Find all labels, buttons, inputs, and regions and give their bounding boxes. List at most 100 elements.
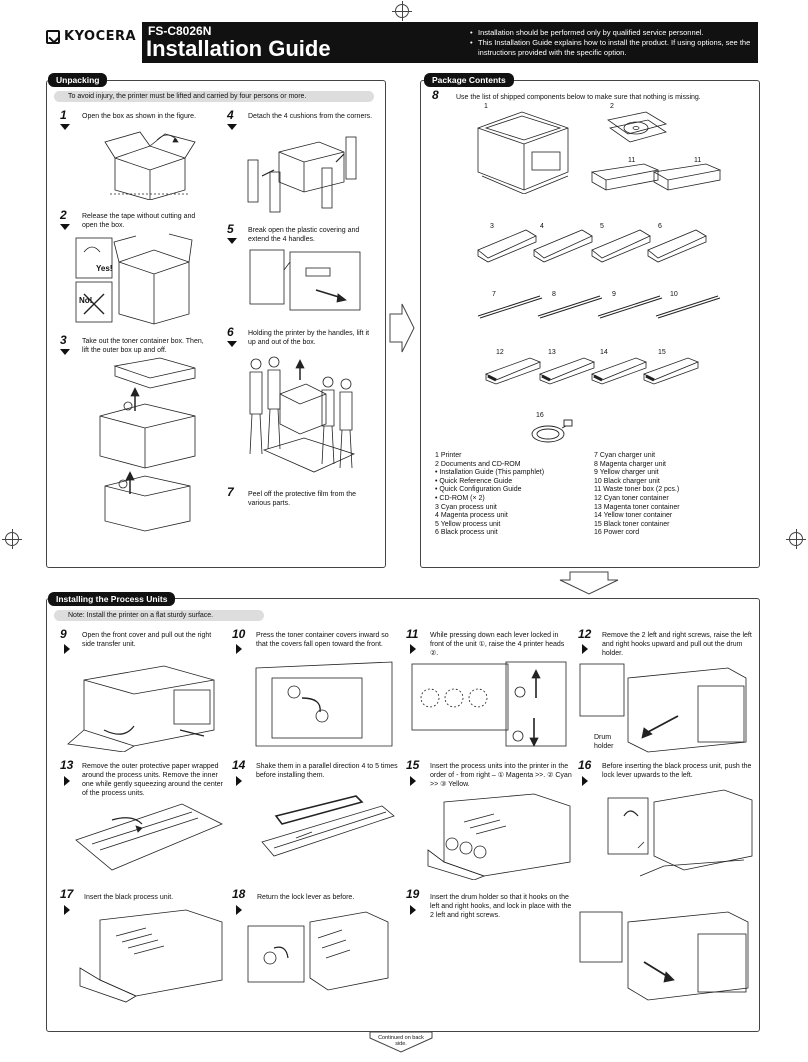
item-label: 10 [670,291,678,298]
item-label: 11 [628,157,636,164]
magenta-charger-unit-illustration [536,294,604,320]
package-tag: Package Contents [424,73,514,87]
step-text: Before inserting the black process unit,… [602,763,752,779]
chevron-down-arrow-icon [558,570,620,596]
next-step-icon [410,776,416,786]
yellow-toner-illustration [590,356,648,386]
return-lock-lever-illustration [246,908,390,994]
step-text: While pressing down each lever locked in… [430,632,565,657]
step-number: 13 [60,758,74,772]
step-number: 17 [60,887,74,901]
step-text: Press the toner container covers inward … [256,632,389,648]
header-note: This Installation Guide explains how to … [470,38,760,58]
lift-printer-illustration [244,354,362,478]
waste-toner-box-illustration [590,162,660,194]
box-open-illustration [95,128,205,201]
step-number: 11 [406,627,419,641]
step-text: Return the lock lever as before. [257,894,355,901]
kyocera-logo-icon [46,29,60,44]
chevron-right-arrow-icon [388,302,416,354]
item-label: 4 [540,223,544,230]
next-step-icon [64,644,70,654]
continued-note: Continued on back side. [378,1035,424,1047]
item-label: 2 [610,103,614,110]
box-icon [104,131,196,201]
item-label: 12 [496,349,504,356]
next-step-icon [582,644,588,654]
list-item: 11 Waste toner box (2 pcs.) [594,486,680,494]
item-label: 5 [600,223,604,230]
push-lock-lever-illustration [604,786,754,880]
next-step-icon [236,776,242,786]
power-cord-illustration [526,416,576,446]
step-text: Open the front cover and pull out the ri… [82,632,212,648]
package-panel [420,80,760,568]
shake-unit-illustration [256,786,400,872]
step-number: 18 [232,887,246,901]
cushions-illustration [244,132,364,214]
list-item: 3 Cyan process unit [435,503,497,511]
insert-drum-holder-illustration [578,908,752,1006]
step-number: 12 [578,627,592,641]
list-item: 5 Yellow process unit [435,520,501,528]
list-item: • Installation Guide (This pamphlet) [435,469,545,477]
yellow-process-unit-illustration [590,228,652,264]
item-label: 16 [536,412,544,419]
next-step-icon [227,124,237,130]
process-tag: Installing the Process Units [48,592,176,606]
package-intro: Use the list of shipped components below… [456,94,701,101]
raise-printer-heads-illustration [410,658,572,750]
step-text: Take out the toner container box. Then, … [82,338,204,354]
step-text: Remove the 2 left and right screws, rais… [602,632,752,657]
next-step-icon [60,349,70,355]
step-number: 15 [406,758,420,772]
yes-label: Yes! [96,264,113,273]
next-step-icon [582,776,588,786]
registration-mark [786,529,806,549]
item-label: 6 [658,223,662,230]
list-item: 15 Black toner container [594,520,670,528]
list-item: 10 Black charger unit [594,477,660,485]
black-process-unit-illustration [646,228,708,264]
remove-paper-illustration [72,800,224,878]
item-label: 9 [612,291,616,298]
continued-arrow-icon [366,1030,436,1054]
step-text: Insert the drum holder so that it hooks … [430,894,572,919]
header-notes: Installation should be performed only by… [470,28,760,58]
open-front-cover-illustration [64,660,222,753]
next-step-icon [64,776,70,786]
no-label: No! [79,296,93,305]
step-text: Peel off the protective film from the va… [248,491,357,507]
item-label: 3 [490,223,494,230]
step-text: Open the box as shown in the figure. [82,113,197,120]
step-text: Release the tape without cutting and ope… [82,213,196,229]
next-step-icon [410,644,416,654]
handles-illustration [246,246,364,316]
step-text: Shake them in a parallel direction 4 to … [256,763,398,779]
model-name: FS-C8026N [148,24,212,38]
step-number: 16 [578,758,592,772]
step-text: Holding the printer by the handles, lift… [248,330,370,346]
step-number: 2 [60,208,67,222]
waste-toner-box-illustration [652,162,722,194]
step-number: 5 [227,222,234,236]
page-title: Installation Guide [146,36,331,61]
cyan-process-unit-illustration [476,228,538,264]
drum-holder-illustration [578,662,750,754]
drum-holder-label: Drum holder [594,734,614,750]
step-number: 3 [60,333,67,347]
header-note: Installation should be performed only by… [470,28,760,38]
printer-illustration [472,106,572,195]
step-number: 4 [227,108,234,122]
step-number: 10 [232,627,246,641]
registration-mark [2,529,22,549]
step-number: 7 [227,485,234,499]
package-list-right: 7 Cyan charger unit 8 Magenta charger un… [594,452,680,538]
list-item: 7 Cyan charger unit [594,452,656,459]
list-item: 9 Yellow charger unit [594,469,659,477]
process-note: Note: Install the printer on a flat stur… [54,610,264,621]
list-item: 2 Documents and CD-ROM [435,460,521,468]
toner-cover-illustration [252,658,400,750]
next-step-icon [60,224,70,230]
next-step-icon [64,905,70,915]
